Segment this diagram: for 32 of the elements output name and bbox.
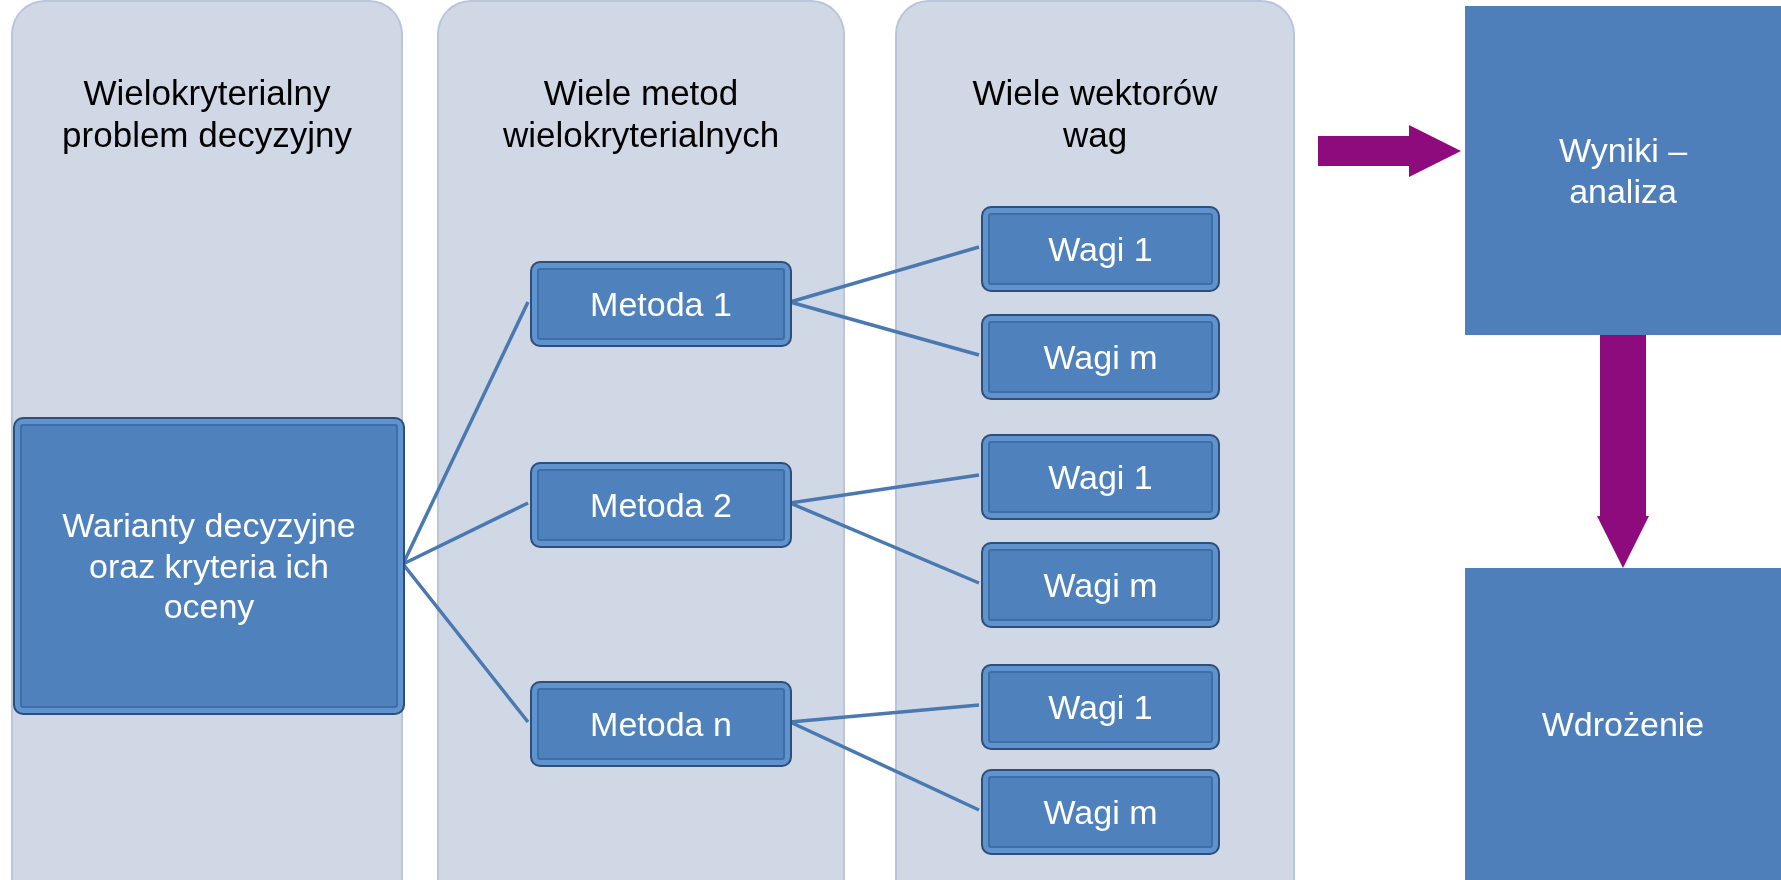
process-box bbox=[981, 542, 1220, 628]
process-box bbox=[530, 261, 792, 347]
column-heading: Wiele metod wielokryterialnych bbox=[501, 72, 781, 156]
process-box bbox=[981, 314, 1220, 400]
box-label: Wagi 1 bbox=[1047, 228, 1154, 270]
process-box bbox=[981, 769, 1220, 855]
box-label: Metoda 2 bbox=[589, 484, 733, 526]
block-arrow bbox=[1318, 125, 1461, 177]
process-box bbox=[981, 434, 1220, 520]
box-label: Wagi m bbox=[1042, 791, 1159, 833]
box-label: Metoda 1 bbox=[589, 283, 733, 325]
result-box bbox=[1465, 568, 1781, 880]
box-label: Wyniki – analiza bbox=[1557, 129, 1689, 212]
column-panel bbox=[437, 0, 845, 880]
box-label: Metoda n bbox=[589, 703, 733, 745]
process-box bbox=[981, 664, 1220, 750]
column-heading: Wielokryterialny problem decyzyjny bbox=[61, 72, 353, 156]
process-box bbox=[13, 417, 405, 715]
process-box bbox=[981, 206, 1220, 292]
box-label: Wagi 1 bbox=[1047, 456, 1154, 498]
process-box bbox=[530, 462, 792, 548]
block-arrow bbox=[1597, 335, 1649, 568]
column-heading: Wiele wektorów wag bbox=[971, 72, 1219, 156]
box-label: Wdrożenie bbox=[1540, 703, 1706, 745]
box-label: Wagi 1 bbox=[1047, 686, 1154, 728]
column-panel bbox=[895, 0, 1295, 880]
result-box bbox=[1465, 6, 1781, 335]
box-label: Wagi m bbox=[1042, 336, 1159, 378]
process-box bbox=[530, 681, 792, 767]
box-label: Wagi m bbox=[1042, 564, 1159, 606]
box-label: Warianty decyzyjne oraz kryteria ich oceny bbox=[61, 504, 357, 628]
column-panel bbox=[11, 0, 403, 880]
